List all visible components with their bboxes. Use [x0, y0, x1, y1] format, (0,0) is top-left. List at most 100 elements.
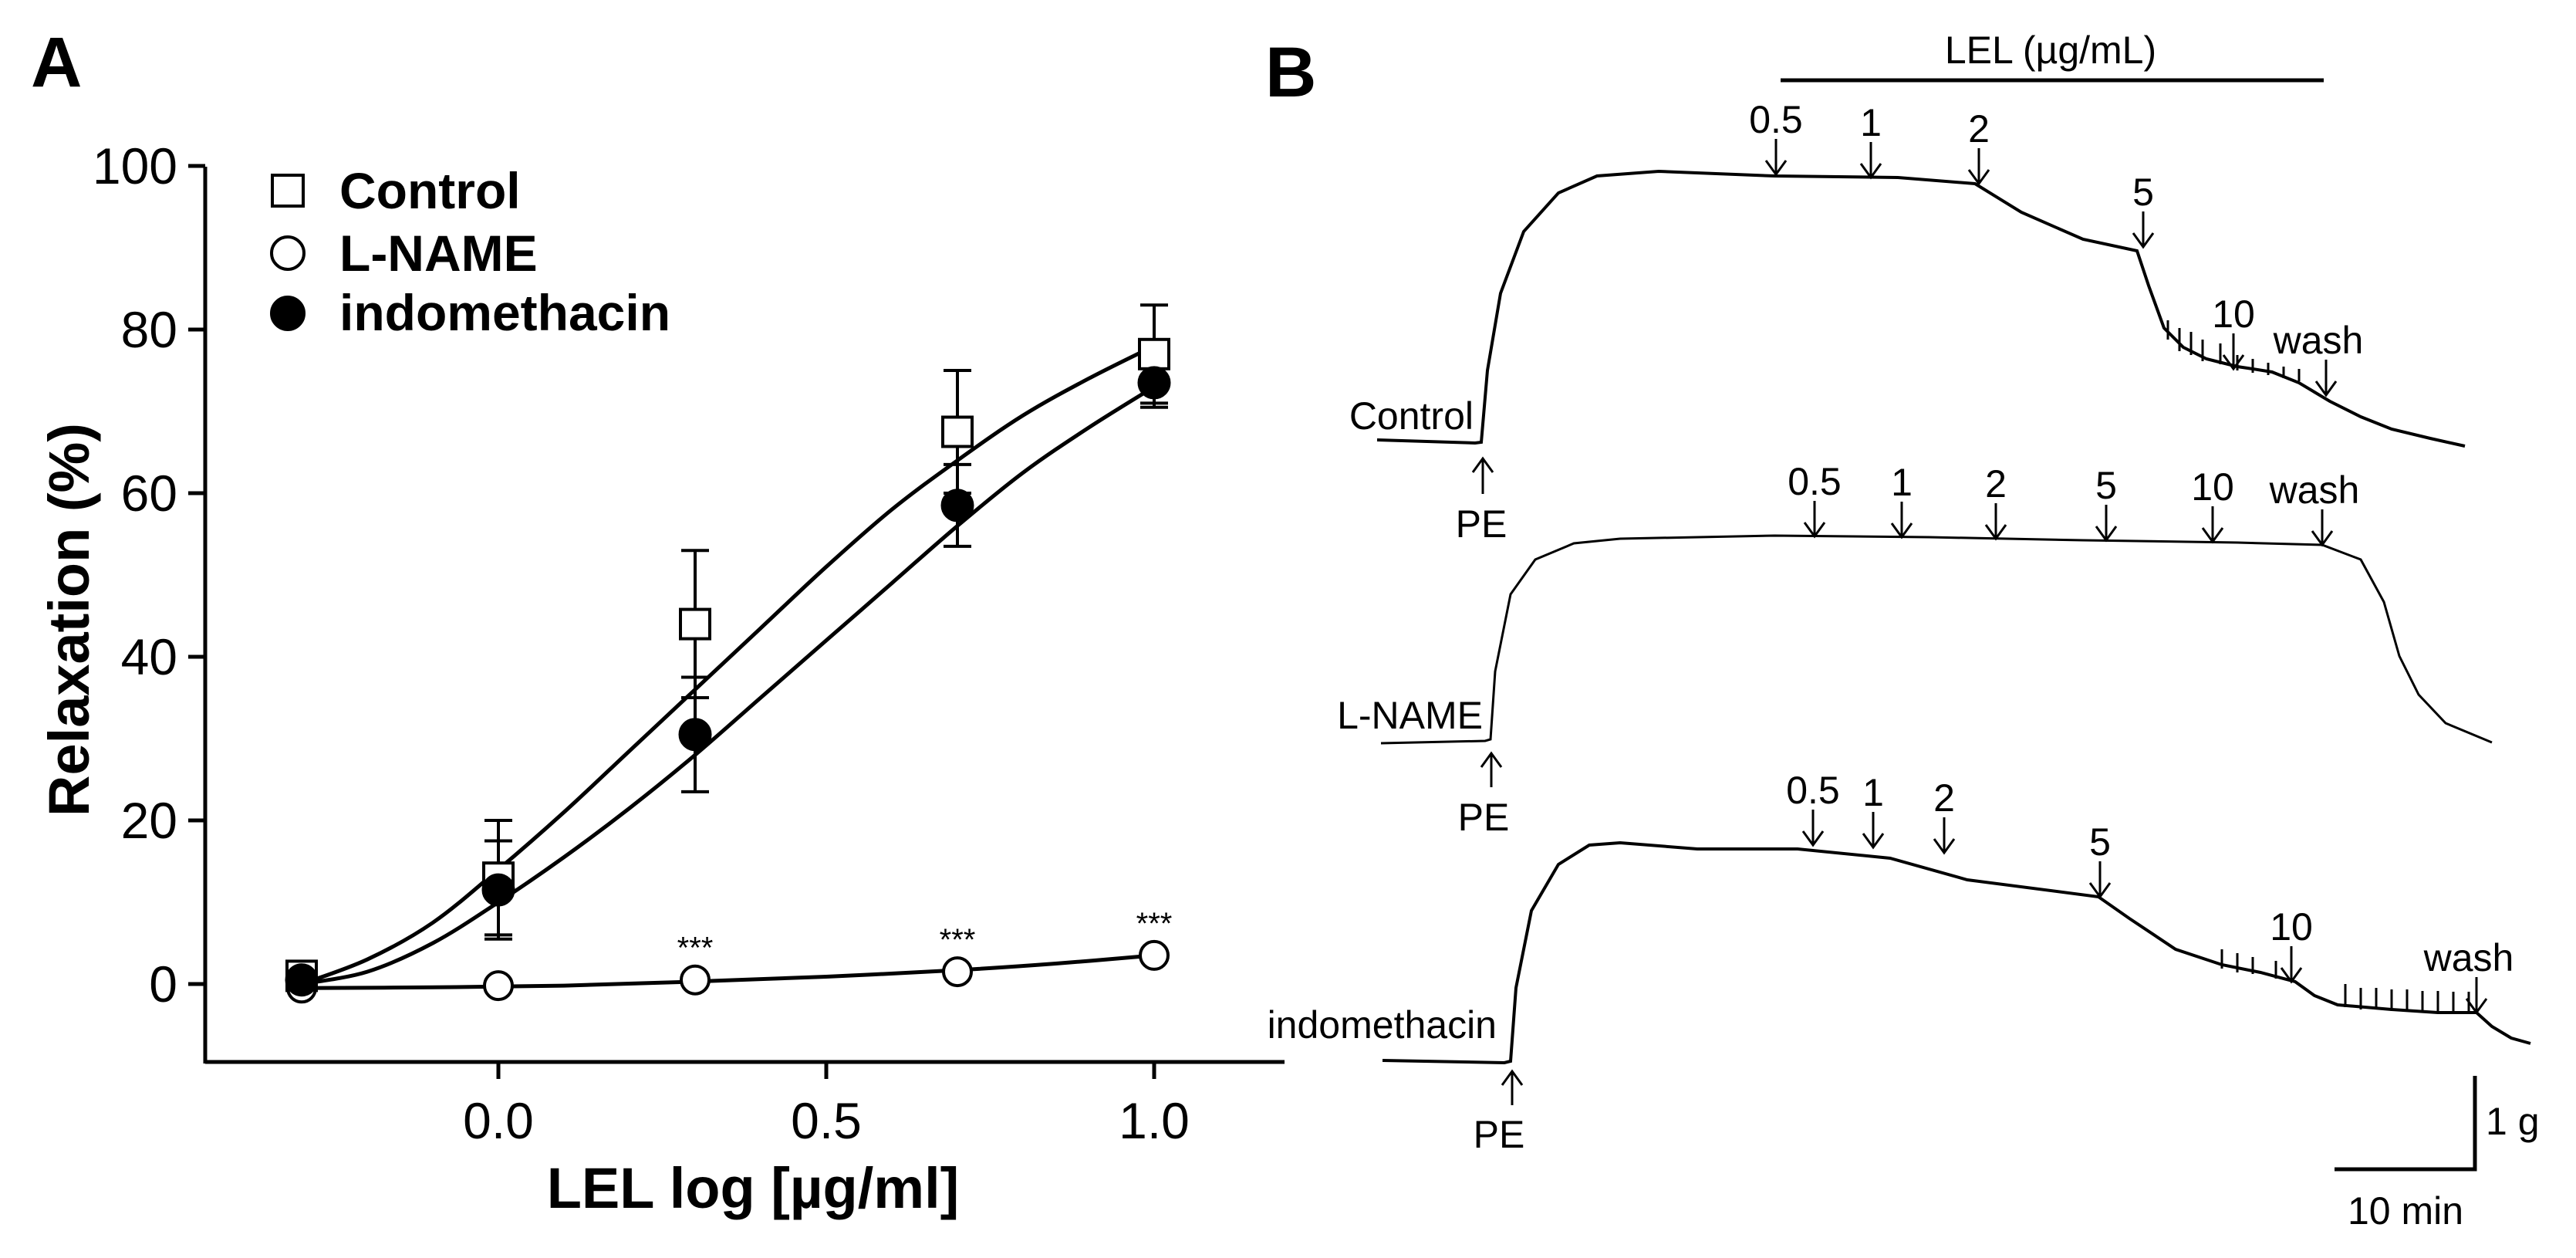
data-point-control: [679, 607, 711, 641]
lel-header-label: LEL (µg/mL): [1945, 29, 2156, 72]
data-point-l-name: [1139, 939, 1170, 971]
data-point-indomethacin: [285, 963, 319, 997]
fit-curves: [301, 343, 1156, 990]
significance-label: ***: [677, 932, 714, 965]
legend: Control L-NAME indomethacin: [270, 162, 670, 341]
y-tick-label: 80: [121, 301, 177, 358]
legend-swatch-lname: [270, 235, 306, 271]
dose-arrow: [2132, 211, 2155, 249]
dose-markers-indomethacin: 0.5 1 2 5 10 wash: [1786, 769, 2514, 1015]
dose-arrow: [2280, 946, 2303, 984]
scale-bar-horizontal-label: 10 min: [2348, 1189, 2463, 1233]
dose-label: 5: [2089, 820, 2111, 864]
dose-arrow: [2314, 360, 2338, 397]
legend-swatch-control: [271, 174, 305, 208]
dose-marker: 0.5: [1786, 769, 1840, 847]
dose-marker: wash: [2269, 468, 2360, 547]
panel-a-letter: A: [31, 23, 82, 102]
dose-marker: 5: [2088, 820, 2112, 899]
dose-arrow: [2095, 505, 2118, 543]
significance-label: ***: [1136, 907, 1173, 941]
legend-swatch-indomethacin: [270, 296, 306, 331]
dose-label: wash: [2273, 319, 2364, 362]
significance-labels: *** *** ***: [677, 907, 1173, 965]
dose-markers-control: 0.5 1 2 5 10 wash: [1749, 98, 2364, 397]
dose-marker: 0.5: [1788, 460, 1842, 539]
scale-bar-vertical-label: 1 g: [2486, 1100, 2540, 1143]
agonist-label-lname: PE: [1458, 796, 1510, 839]
dose-label: 10: [2270, 905, 2313, 949]
dose-label: 0.5: [1788, 460, 1842, 503]
error-bars: [484, 303, 1168, 941]
dose-marker: 1: [1862, 771, 1885, 850]
dose-label: 1: [1891, 461, 1913, 504]
y-tick-label: 100: [93, 137, 177, 194]
data-point-indomethacin: [940, 489, 974, 522]
trace-line-lname: [1380, 534, 2493, 745]
dose-marker: 0.5: [1749, 98, 1803, 177]
dose-label: 10: [2191, 465, 2234, 509]
dose-arrow: [2088, 861, 2112, 899]
dose-label: wash: [2269, 468, 2360, 512]
data-point-l-name: [942, 956, 973, 988]
data-point-indomethacin: [1137, 366, 1171, 400]
data-point-l-name: [483, 970, 514, 1002]
scale-bar-lines: [2335, 1076, 2477, 1172]
agonist-arrow-indomethacin: [1501, 1069, 1524, 1105]
dose-marker: 1: [1859, 101, 1882, 180]
dose-marker: 5: [2132, 171, 2155, 249]
trace-spikes-indomethacin: [2220, 949, 2470, 1013]
legend-label-indomethacin: indomethacin: [339, 284, 670, 341]
dose-marker: 10: [2191, 465, 2234, 544]
dose-arrow: [1862, 812, 1885, 850]
dose-marker: 10: [2270, 905, 2313, 984]
fit-curve-indomethacin: [301, 385, 1156, 986]
dose-arrow: [1967, 148, 1990, 186]
significance-label: ***: [940, 923, 976, 957]
dose-label: 1: [1860, 101, 1882, 144]
trace-line-indomethacin: [1382, 840, 2531, 1065]
dose-arrow: [2222, 333, 2245, 371]
dose-marker: wash: [2423, 936, 2514, 1015]
dose-label: 2: [1985, 462, 2007, 506]
legend-label-control: Control: [339, 162, 521, 219]
dose-arrow: [2465, 977, 2488, 1015]
x-tick-label: 0.0: [463, 1092, 534, 1149]
data-point-indomethacin: [481, 873, 515, 907]
agonist-arrow-control: [1471, 456, 1494, 494]
dose-label: 5: [2132, 171, 2154, 214]
dose-markers-lname: 0.5 1 2 5 10 wash: [1788, 460, 2360, 547]
dose-label: 2: [1968, 107, 1990, 150]
trace-label-indomethacin: indomethacin: [1268, 1003, 1497, 1047]
y-tick-label: 60: [121, 465, 177, 522]
dose-arrow: [1801, 810, 1825, 847]
dose-label: 1: [1862, 771, 1884, 814]
dose-marker: 2: [1984, 462, 2007, 541]
data-point-control: [941, 415, 974, 448]
y-tick-label: 40: [121, 628, 177, 685]
dose-marker: 10: [2212, 293, 2255, 371]
dose-label: 0.5: [1749, 98, 1803, 141]
scale-bar: 1 g 10 min: [2335, 1076, 2540, 1233]
agonist-arrow-lname: [1480, 751, 1503, 787]
trace-line-control: [1376, 169, 2466, 448]
dose-marker: 2: [1933, 776, 1956, 855]
dose-arrow: [1803, 501, 1826, 539]
dose-arrow: [2311, 509, 2334, 547]
data-point-indomethacin: [678, 718, 712, 752]
dose-label: 2: [1933, 776, 1955, 820]
x-axis-title: LEL log [µg/ml]: [547, 1156, 960, 1220]
dose-marker: 5: [2095, 464, 2118, 543]
dose-arrow: [1890, 502, 1913, 539]
dose-label: 5: [2095, 464, 2117, 507]
dose-marker: 1: [1890, 461, 1913, 539]
fit-curve-l-name: [301, 953, 1155, 990]
data-point-control: [1138, 337, 1170, 370]
trace-label-lname: L-NAME: [1337, 694, 1483, 737]
x-tick-label: 0.5: [791, 1092, 862, 1149]
